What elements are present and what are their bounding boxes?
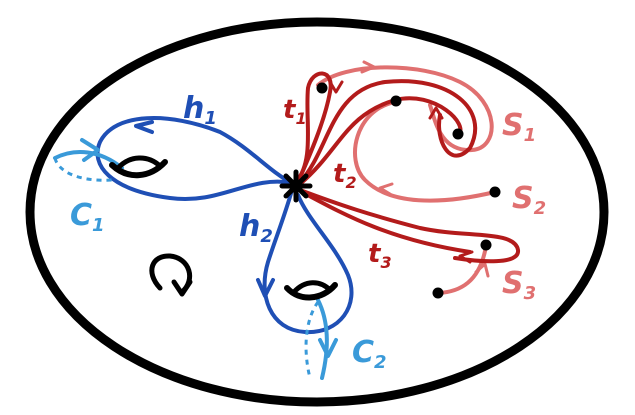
dot-icon xyxy=(390,95,402,107)
label-s3: S3 xyxy=(502,266,536,304)
h1-curve xyxy=(95,116,294,202)
label-c2: C2 xyxy=(352,335,387,373)
c1-arrow-icon xyxy=(80,138,100,162)
s3-arrow-icon xyxy=(474,262,490,278)
dot-icon xyxy=(452,128,464,140)
label-t2: t2 xyxy=(333,159,357,192)
label-c1: C1 xyxy=(70,198,105,236)
label-t1: t1 xyxy=(283,95,307,128)
label-t3: t3 xyxy=(368,239,392,272)
clockwise-arrow-icon xyxy=(149,253,193,297)
h1-arrow-icon xyxy=(134,120,154,134)
handle-icon xyxy=(284,280,338,301)
c2-arrow-icon xyxy=(318,338,338,358)
c1-curve-hidden xyxy=(53,157,113,182)
t3-inner-curve xyxy=(300,190,472,254)
surface-boundary xyxy=(25,17,609,407)
h2-curve xyxy=(262,188,354,335)
t2-arrow-icon xyxy=(428,106,444,120)
h2-arrow-icon xyxy=(256,278,275,298)
handle-icon xyxy=(109,155,168,179)
dot-icon xyxy=(489,186,501,198)
label-h2: h2 xyxy=(239,209,273,247)
label-s2: S2 xyxy=(512,181,546,219)
s2-arrow-icon xyxy=(378,182,394,196)
dot-icon xyxy=(432,287,444,299)
dot-icon xyxy=(316,82,328,94)
s1-arrow-icon xyxy=(360,60,376,74)
label-s1: S1 xyxy=(502,108,536,146)
s3-curve xyxy=(436,244,488,295)
t3-curve xyxy=(298,188,520,264)
t3-arrow-icon xyxy=(458,250,474,264)
s2-curve xyxy=(353,100,497,203)
c2-curve-hidden xyxy=(304,301,320,379)
star-icon xyxy=(279,169,313,203)
t1-curve xyxy=(294,71,333,184)
c2-curve xyxy=(316,298,329,380)
c1-curve xyxy=(53,150,124,170)
label-h1: h1 xyxy=(183,91,217,129)
dot-icon xyxy=(480,239,492,251)
t1-arrow-icon xyxy=(328,80,344,94)
t1-outer-curve xyxy=(298,79,478,184)
